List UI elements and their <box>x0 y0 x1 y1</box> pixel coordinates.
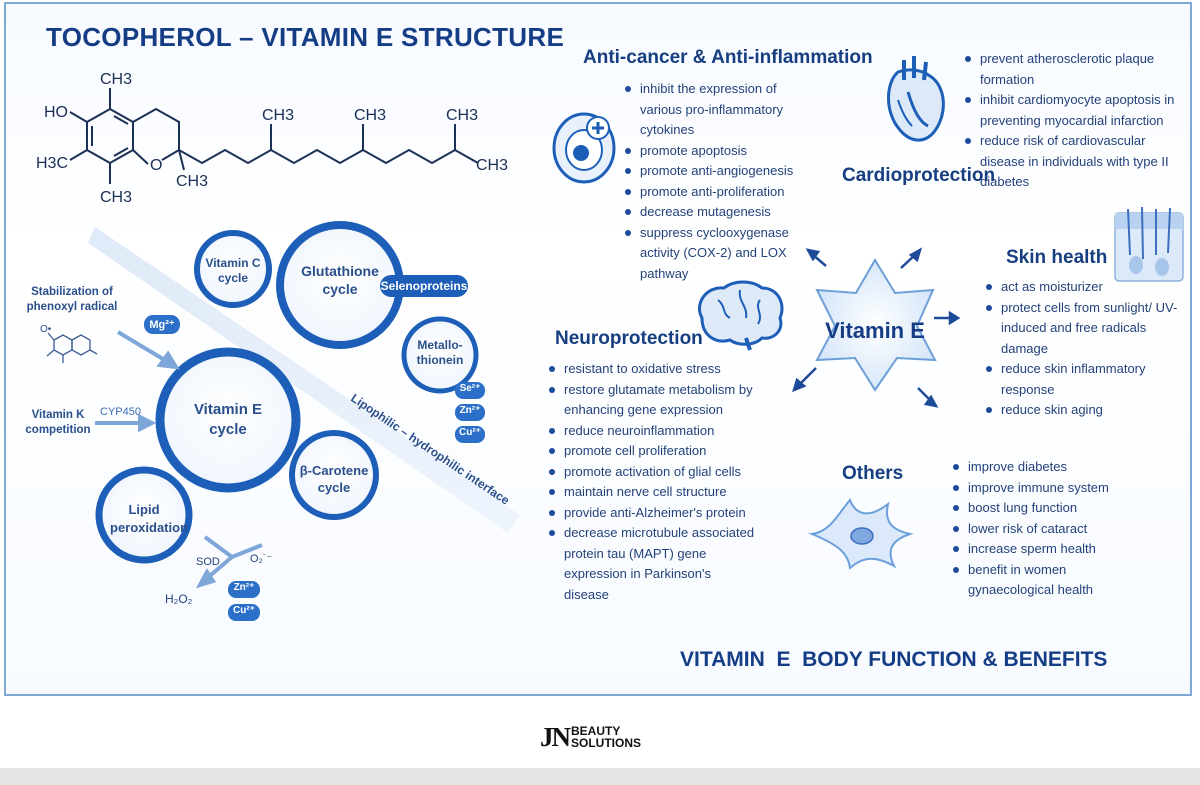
cu-label: Cu²⁺ <box>459 427 481 438</box>
zn-pill <box>455 404 485 421</box>
cell-icon <box>808 498 914 570</box>
beta-carotene-label: β-Carotene cycle <box>299 463 369 495</box>
anticancer-title: Anti-cancer & Anti-inflammation <box>583 47 873 68</box>
skin-title: Skin health <box>1006 247 1108 268</box>
molecule-ch3-chain2: CH3 <box>354 107 386 124</box>
metallothionein-label: Metallo-thionein <box>416 338 464 367</box>
others-title: Others <box>842 463 904 484</box>
others-item: improve diabetes <box>950 457 1150 478</box>
neuro-item: resistant to oxidative stress <box>546 359 756 380</box>
cardio-title: Cardioprotection <box>842 165 996 186</box>
others-item: improve immune system <box>950 478 1150 499</box>
skin-item: protect cells from sunlight/ UV-induced … <box>983 298 1188 360</box>
molecule-ch3-ring: CH3 <box>176 173 208 190</box>
neuro-title: Neuroprotection <box>555 328 703 349</box>
skin-item: reduce skin inflammatory response <box>983 359 1188 400</box>
h2o2-label: H₂O₂ <box>165 592 193 606</box>
cardio-list: prevent atherosclerotic plaque formation… <box>962 49 1190 193</box>
neuro-item: promote activation of glial cells <box>546 462 756 483</box>
brain-icon <box>698 280 784 351</box>
molecule-ch3-top: CH3 <box>100 71 132 88</box>
skin-item: reduce skin aging <box>983 400 1188 421</box>
anticancer-item: promote apoptosis <box>622 141 807 162</box>
neuro-list: resistant to oxidative stress restore gl… <box>546 359 756 605</box>
cyp450-label: CYP450 <box>100 406 141 418</box>
o2-label: O₂˙⁻ <box>250 553 273 565</box>
anticancer-item: promote anti-angiogenesis <box>622 161 807 182</box>
vitamin-e-star <box>792 247 961 408</box>
beta-carotene-circle <box>289 430 379 520</box>
selenoproteins-label: Selenoproteins <box>380 279 468 293</box>
neuro-item: restore glutamate metabolism by enhancin… <box>546 380 756 421</box>
vitamin-k-label: Vitamin K competition <box>25 409 91 436</box>
others-item: lower risk of cataract <box>950 519 1150 540</box>
phenoxyl-radical-icon <box>46 332 98 363</box>
neuro-item: maintain nerve cell structure <box>546 482 756 503</box>
mg-pill <box>144 315 180 334</box>
zn2-pill <box>228 581 260 598</box>
skin-item: act as moisturizer <box>983 277 1188 298</box>
anticancer-list: inhibit the expression of various pro-in… <box>622 79 807 284</box>
zn-label: Zn²⁺ <box>459 405 481 416</box>
cycles-diagram: O• Lipophilic – hydrophilic interface <box>40 221 520 621</box>
skin-list: act as moisturizer protect cells from su… <box>983 277 1188 421</box>
logo-line1: BEAUTY <box>571 724 621 738</box>
cardio-item: inhibit cardiomyocyte apoptosis in preve… <box>962 90 1190 131</box>
metallothionein-circle <box>401 316 479 394</box>
molecule-o: O <box>150 157 162 174</box>
anticancer-item: inhibit the expression of various pro-in… <box>622 79 807 141</box>
bottom-strip <box>0 768 1200 785</box>
cardio-item: prevent atherosclerotic plaque formation <box>962 49 1190 90</box>
molecule-h3c-left: H3C <box>36 155 68 172</box>
others-list: improve diabetes improve immune system b… <box>950 457 1150 601</box>
zn2-label: Zn²⁺ <box>233 582 255 593</box>
cardio-item: reduce risk of cardiovascular disease in… <box>962 131 1190 193</box>
vitamin-c-circle <box>194 230 272 308</box>
left-title: TOCOPHEROL – VITAMIN E STRUCTURE <box>46 22 565 52</box>
center-label: Vitamin E <box>825 318 925 343</box>
others-item: benefit in women gynaecological health <box>950 560 1150 601</box>
selenoproteins-pill <box>380 275 468 297</box>
vitamin-e-cycle-label: Vitamin E cycle <box>193 401 263 438</box>
lipid-peroxidation-circle <box>95 466 193 564</box>
neuro-item: promote cell proliferation <box>546 441 756 462</box>
anticancer-item: decrease mutagenesis <box>622 202 807 223</box>
logo-mark: JN <box>540 721 571 752</box>
neuro-item: reduce neuroinflammation <box>546 421 756 442</box>
skin-layers-icon <box>1114 206 1184 282</box>
molecule-ch3-bottom: CH3 <box>100 189 132 206</box>
molecule-ch3-end-top: CH3 <box>446 107 478 124</box>
molecule-ch3-end: CH3 <box>476 157 508 174</box>
cell-shield-icon <box>552 112 616 184</box>
cu2-pill <box>228 604 260 621</box>
lipid-peroxidation-label: Lipid peroxidation <box>110 502 189 535</box>
anticancer-item: suppress cyclooxygenase activity (COX-2)… <box>622 223 807 285</box>
molecule-ho: HO <box>44 104 68 121</box>
logo-line2: SOLUTIONS <box>571 736 642 750</box>
anticancer-item: promote anti-proliferation <box>622 182 807 203</box>
vitamin-c-label: Vitamin C cycle <box>205 256 261 285</box>
stabilization-label: Stabilization of phenoxyl radical <box>26 286 118 313</box>
neuro-item: decrease microtubule associated protein … <box>546 523 756 605</box>
molecule-ch3-chain1: CH3 <box>262 107 294 124</box>
mg-label: Mg²⁺ <box>149 319 175 331</box>
brand-logo: JN BEAUTY SOLUTIONS <box>540 717 641 757</box>
neuro-item: provide anti-Alzheimer's protein <box>546 503 756 524</box>
benefits-title: VITAMIN E BODY FUNCTION & BENEFITS <box>680 648 1108 671</box>
cu-pill <box>455 426 485 443</box>
others-item: increase sperm health <box>950 539 1150 560</box>
others-item: boost lung function <box>950 498 1150 519</box>
se-label: Se²⁺ <box>459 383 481 394</box>
heart-icon <box>887 56 945 142</box>
cu2-label: Cu²⁺ <box>233 605 255 616</box>
radical-o-label: O• <box>40 324 52 335</box>
tocopherol-structure: HO CH3 H3C CH3 O CH3 CH3 CH3 CH3 CH3 <box>36 71 508 206</box>
vitamin-e-cycle-circle <box>155 347 301 493</box>
se-pill <box>455 382 485 399</box>
interface-band <box>88 227 520 533</box>
glutathione-label: Glutathione cycle <box>301 263 379 297</box>
sod-label: SOD <box>196 556 220 568</box>
